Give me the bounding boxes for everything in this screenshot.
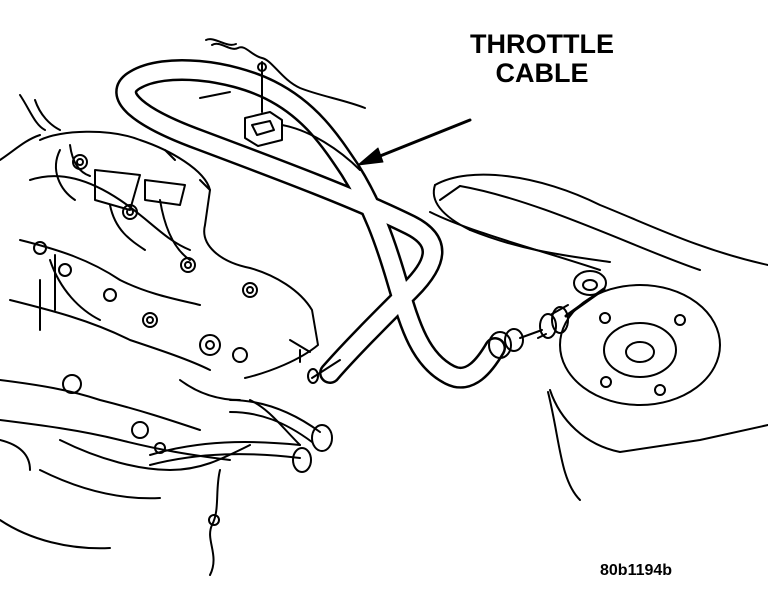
firewall-panel	[429, 173, 768, 501]
label-line-1: THROTTLE	[470, 29, 614, 59]
engine-valve-cover	[9, 130, 319, 379]
throttle-cable-label: THROTTLE CABLE	[462, 29, 622, 89]
upper-harness	[0, 94, 176, 177]
cable-grommet	[488, 287, 606, 359]
engine-lower-block	[0, 374, 333, 576]
callout-arrow	[357, 118, 472, 166]
figure-id: 80b1194b	[600, 562, 673, 579]
throttle-cable	[115, 58, 506, 389]
strut-tower	[559, 270, 721, 406]
cable-clip	[199, 38, 366, 171]
label-line-2: CABLE	[495, 58, 589, 89]
